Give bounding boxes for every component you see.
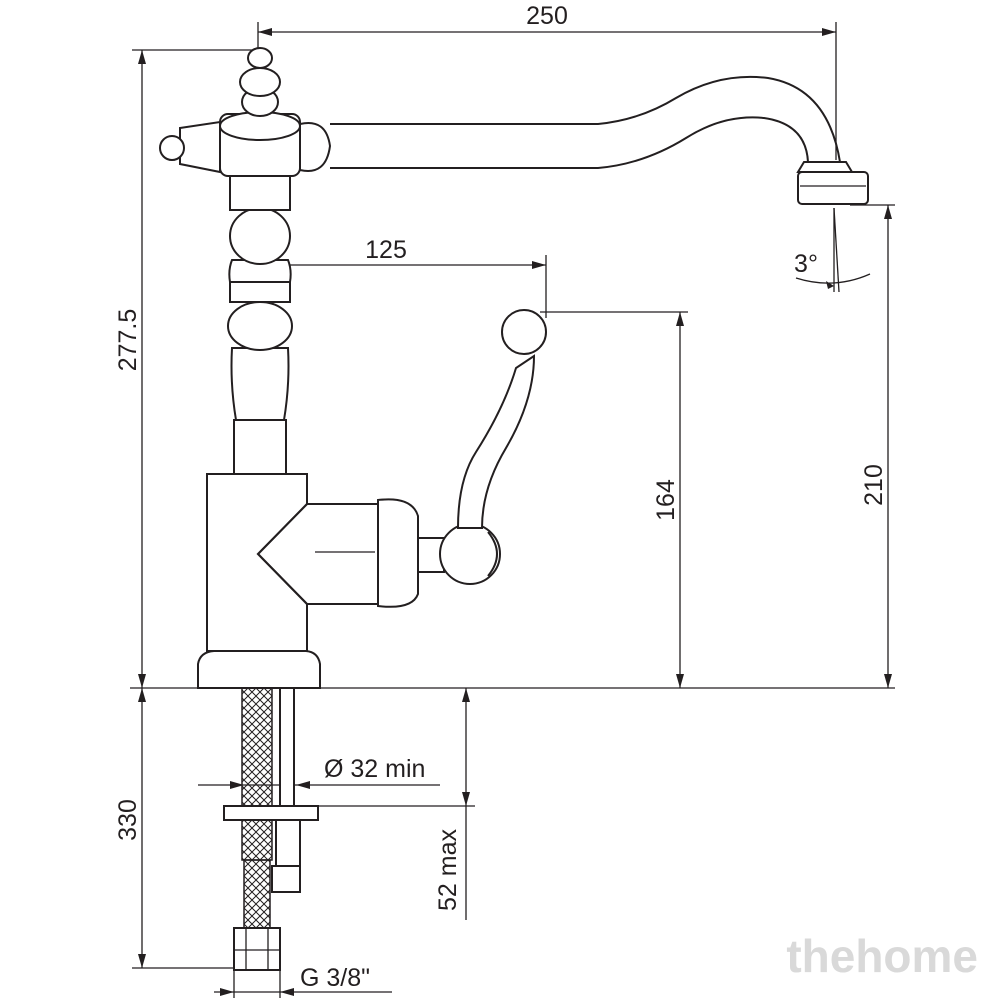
faucet-body — [197, 309, 547, 689]
swivel-angle-label: 3° — [794, 250, 818, 278]
faucet-column — [159, 47, 332, 475]
dimension-lines — [130, 22, 895, 998]
total-height-label: 277.5 — [114, 309, 142, 372]
deck-thickness-label: 52 max — [434, 829, 462, 911]
lever-height-label: 164 — [652, 479, 680, 521]
overall-width-label: 250 — [526, 2, 568, 30]
watermark: thehome — [786, 930, 978, 982]
hole-diameter-label: Ø 32 min — [324, 755, 425, 783]
faucet-spout — [330, 75, 869, 205]
spout-height-label: 210 — [860, 464, 888, 506]
lever-reach-label: 125 — [365, 236, 407, 264]
shank-and-hoses — [223, 687, 319, 971]
shank-length-label: 330 — [114, 799, 142, 841]
connection-thread-label: G 3/8" — [300, 964, 370, 992]
